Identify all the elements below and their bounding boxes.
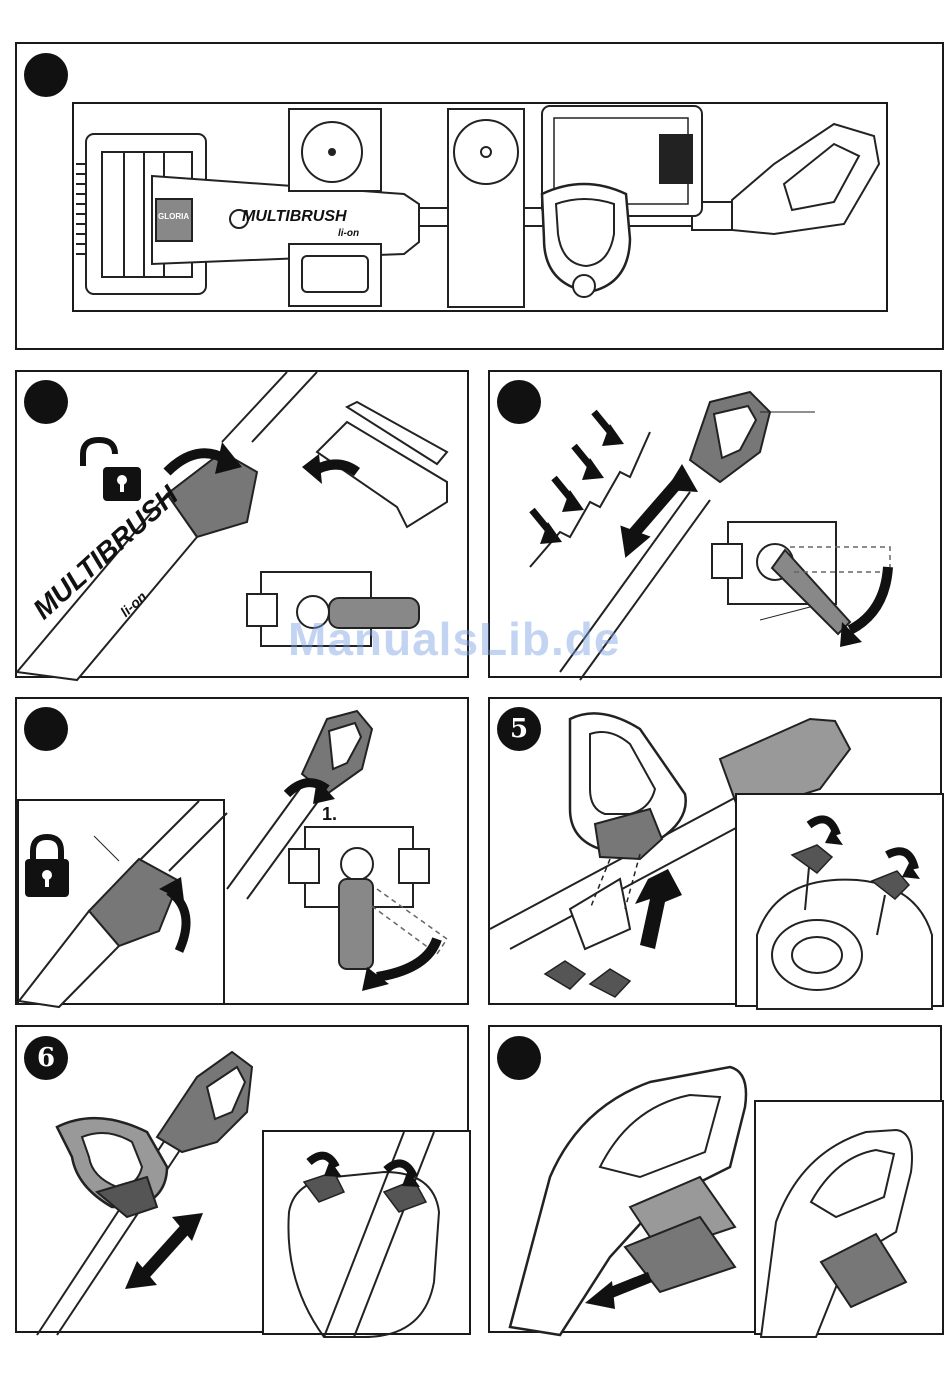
step-badge-1 [24, 53, 68, 97]
panel-lock: 1. [15, 697, 469, 1005]
brand-text: MULTIBRUSH [242, 208, 347, 226]
lock-detail-inset [17, 799, 225, 1005]
grip-knob-illustration [264, 1132, 473, 1337]
unlocked-padlock-icon [83, 440, 141, 501]
battery-detail-illustration [756, 1102, 946, 1337]
watermark-text: ManualsLib.de [288, 612, 620, 666]
panel-overview: GLORIA MULTIBRUSH li-on [15, 42, 944, 350]
brand-mark: GLORIA [158, 212, 189, 221]
panel-battery [488, 1025, 942, 1333]
overview-frame: GLORIA MULTIBRUSH li-on [72, 102, 888, 312]
brand-subtext: li-on [338, 228, 359, 239]
locked-padlock-icon [25, 837, 69, 897]
panel-adjust-grip: 6 [15, 1025, 469, 1333]
lock-detail-illustration [19, 801, 227, 1007]
overview-illustration [74, 104, 890, 314]
panel-mount-grip: 5 [488, 697, 942, 1005]
step-label: 1. [322, 804, 337, 825]
grip-knob-inset [262, 1130, 471, 1335]
knob-detail-inset [735, 793, 944, 1007]
battery-detail-inset [754, 1100, 944, 1335]
knob-detail-illustration [737, 795, 946, 1009]
